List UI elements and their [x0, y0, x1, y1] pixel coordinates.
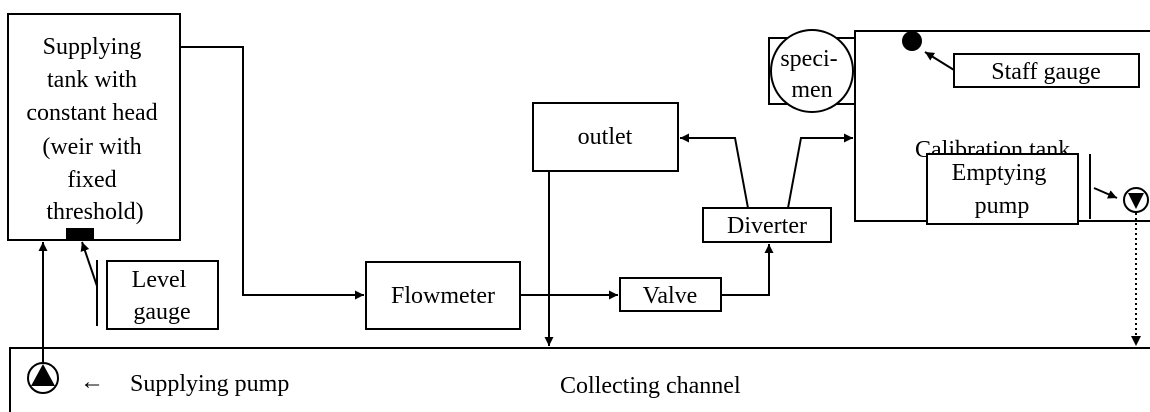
diverter-to-calibration-tank-line — [787, 133, 853, 209]
level-gauge-pointer — [80, 241, 98, 287]
pump-triangle-icon — [31, 364, 55, 386]
diverter-label: Diverter — [727, 213, 807, 239]
tank-to-flowmeter-line — [180, 46, 364, 300]
supplying-tank-label: Supplying tank with constant head (weir … — [26, 34, 163, 225]
collecting-channel: Collecting channel — [9, 347, 1150, 412]
staff-gauge-label: Staff gauge — [991, 59, 1101, 85]
flowmeter: Flowmeter — [365, 261, 521, 330]
flowmeter-label: Flowmeter — [391, 283, 495, 309]
collecting-channel-label: Collecting channel — [560, 373, 741, 399]
valve-label: Valve — [643, 283, 698, 309]
diverter-to-outlet-line — [680, 133, 749, 209]
staff-gauge-marker — [902, 31, 922, 51]
specimen-label: speci- men — [780, 46, 843, 103]
staff-gauge-pointer — [924, 51, 955, 71]
emptying-pump: Emptying pump — [926, 153, 1149, 225]
staff-gauge: Staff gauge — [902, 31, 1140, 88]
supplying-pump-label: Supplying pump — [130, 371, 289, 397]
supplying-pump: ← Supplying pump — [27, 362, 289, 397]
outlet-label: outlet — [578, 124, 633, 150]
diverter: Diverter — [702, 207, 832, 243]
supplying-pump-arrow: ← — [80, 369, 104, 395]
emptying-pump-label: Emptying pump — [952, 160, 1053, 219]
specimen: speci- men — [768, 29, 856, 113]
level-gauge-label: Level gauge — [132, 267, 193, 325]
drain-arrowhead — [1131, 336, 1141, 346]
valve: Valve — [619, 277, 722, 312]
level-gauge: Level gauge — [80, 241, 219, 330]
outlet: outlet — [532, 102, 679, 172]
level-sensor — [66, 228, 94, 240]
emptying-pump-triangle-icon — [1128, 193, 1144, 209]
supplying-tank: Supplying tank with constant head (weir … — [7, 13, 181, 241]
valve-to-diverter-line — [721, 244, 774, 296]
emptying-pump-pointer — [1093, 187, 1118, 199]
